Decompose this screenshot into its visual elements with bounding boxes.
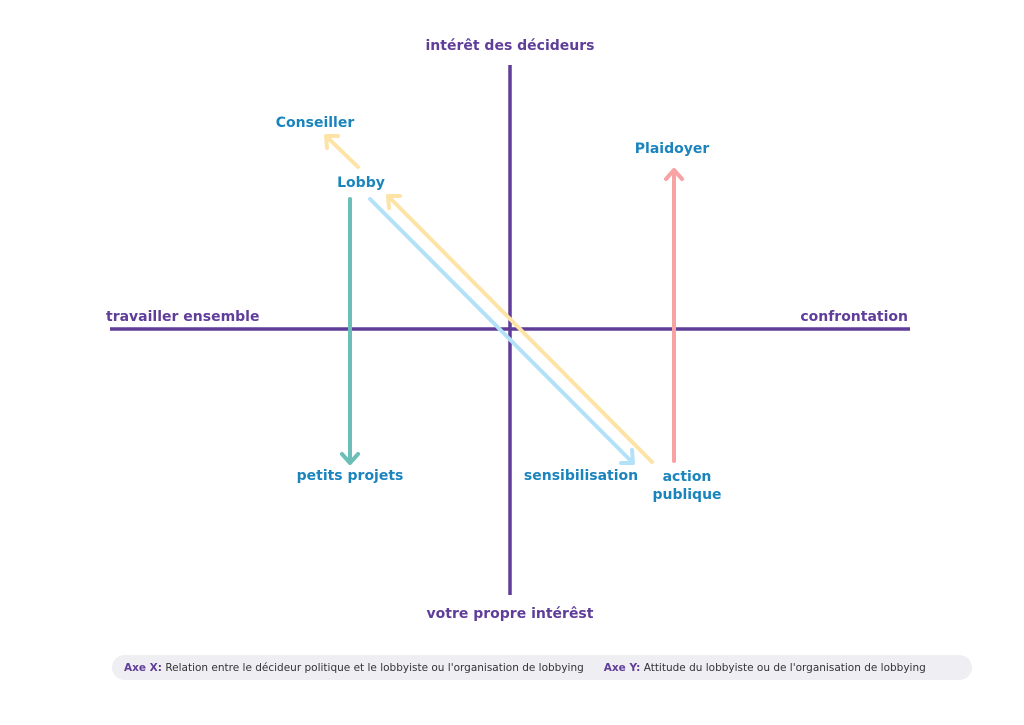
legend-y-text: Attitude du lobbyiste ou de l'organisati…	[643, 661, 926, 674]
legend: Axe X: Relation entre le décideur politi…	[112, 655, 972, 680]
node-lobby: Lobby	[337, 175, 385, 191]
node-conseiller: Conseiller	[275, 115, 355, 131]
node-action-publique-line1: action	[662, 469, 712, 485]
node-sensibilisation: sensibilisation	[523, 468, 639, 484]
legend-y: Axe Y: Attitude du lobbyiste ou de l'org…	[604, 662, 926, 674]
arrow-lobby-to-conseiller	[324, 134, 360, 169]
arrow-lobby-to-petits-projets	[340, 197, 360, 465]
node-plaidoyer: Plaidoyer	[634, 141, 710, 157]
arrow-action-to-lobby	[386, 194, 654, 464]
axis-label-right: confrontation	[800, 309, 908, 325]
arrow-lobby-to-sensibilisation	[368, 197, 635, 465]
node-action-publique: action publique	[652, 468, 721, 504]
legend-x-text: Relation entre le décideur politique et …	[165, 661, 584, 674]
node-action-publique-line2: publique	[652, 487, 722, 503]
axis-label-bottom: votre propre intérêst	[426, 606, 594, 622]
node-petits-projets: petits projets	[296, 468, 404, 484]
axis-label-top: intérêt des décideurs	[425, 38, 595, 54]
axis-label-left: travailler ensemble	[106, 309, 260, 325]
legend-y-key: Axe Y:	[603, 661, 641, 674]
legend-x-key: Axe X:	[124, 661, 162, 674]
legend-x: Axe X: Relation entre le décideur politi…	[124, 662, 584, 674]
arrow-action-to-plaidoyer	[664, 168, 684, 463]
